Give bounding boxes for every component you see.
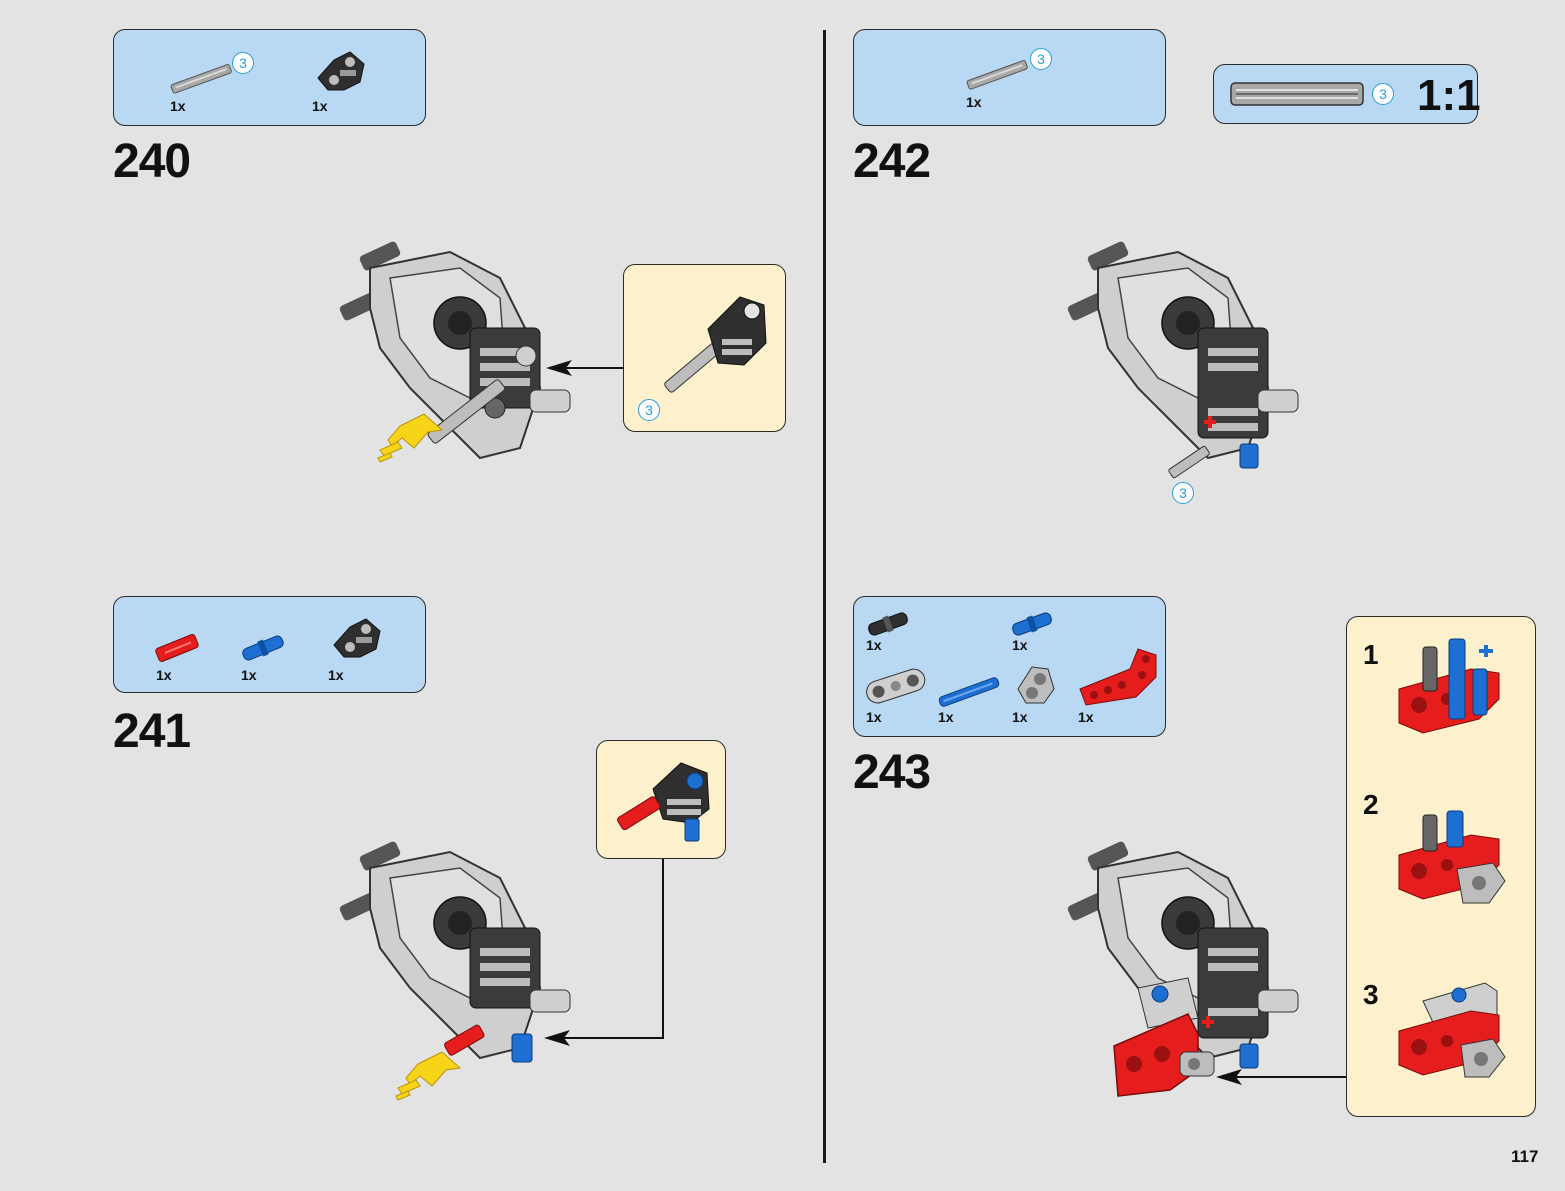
part-qty: 1x: [312, 98, 328, 114]
step-number: 240: [113, 134, 190, 189]
red-bent-beam-icon: [1076, 645, 1162, 709]
callout-arrow-icon: [1216, 1068, 1348, 1088]
scale-box: 3 1:1: [1213, 64, 1478, 124]
yellow-insert-arrow-icon: [394, 1050, 464, 1102]
part-qty: 1x: [156, 667, 172, 683]
subassembly-icon: [648, 283, 768, 403]
page-divider: [823, 30, 826, 1163]
step-242-model: [1058, 238, 1318, 478]
step-241-callout-box: [596, 740, 726, 859]
grey-beam-icon: [864, 667, 928, 707]
part-qty: 1x: [328, 667, 344, 683]
part-qty: 1x: [1078, 709, 1094, 725]
grey-axle-3-icon: [166, 58, 238, 98]
step-240-parts-box: 3 1x 1x: [113, 29, 426, 126]
part-qty: 1x: [1012, 709, 1028, 725]
part-qty: 1x: [966, 94, 982, 110]
substep-number: 1: [1363, 639, 1379, 671]
part-qty: 1x: [1012, 637, 1028, 653]
length-badge: 3: [1372, 83, 1394, 105]
step-243-parts-box: 1x 1x 1x 1x 1x 1x: [853, 596, 1166, 737]
step-number: 243: [853, 745, 930, 800]
substep-number: 3: [1363, 979, 1379, 1011]
step-number: 241: [113, 704, 190, 759]
substep-2-icon: [1393, 811, 1513, 911]
length-badge: 3: [1172, 482, 1194, 504]
black-connector-icon: [326, 611, 386, 663]
part-qty: 1x: [866, 709, 882, 725]
length-badge: 3: [1030, 48, 1052, 70]
step-242-parts-box: 3 1x: [853, 29, 1166, 126]
grey-angle-connector-icon: [1010, 659, 1060, 709]
substep-1-icon: [1393, 633, 1513, 743]
step-240-callout-box: 3: [623, 264, 786, 432]
black-pin-icon: [866, 611, 910, 637]
part-qty: 1x: [938, 709, 954, 725]
step-240-model: [330, 238, 590, 468]
blue-axle-pin-icon: [936, 675, 1002, 709]
callout-arrow-icon: [544, 858, 668, 1048]
callout-arrow-icon: [546, 358, 626, 378]
part-qty: 1x: [866, 637, 882, 653]
grey-axle-3-icon: [962, 54, 1034, 94]
step-number: 242: [853, 134, 930, 189]
length-badge: 3: [638, 399, 660, 421]
step-241-parts-box: 1x 1x 1x: [113, 596, 426, 693]
blue-pin-icon: [238, 633, 288, 663]
yellow-insert-arrow-icon: [376, 412, 446, 464]
part-qty: 1x: [170, 98, 186, 114]
step-243-substeps-box: 1 2 3: [1346, 616, 1536, 1117]
blue-pin-icon: [1010, 611, 1054, 637]
red-pin-icon: [152, 633, 202, 663]
length-badge: 3: [232, 52, 254, 74]
axle-scale-icon: [1230, 81, 1364, 107]
part-qty: 1x: [241, 667, 257, 683]
black-connector-icon: [310, 44, 370, 96]
subassembly-icon: [611, 753, 715, 849]
substep-3-icon: [1393, 973, 1513, 1083]
scale-label: 1:1: [1417, 71, 1481, 121]
page-number: 117: [1511, 1147, 1538, 1167]
substep-number: 2: [1363, 789, 1379, 821]
